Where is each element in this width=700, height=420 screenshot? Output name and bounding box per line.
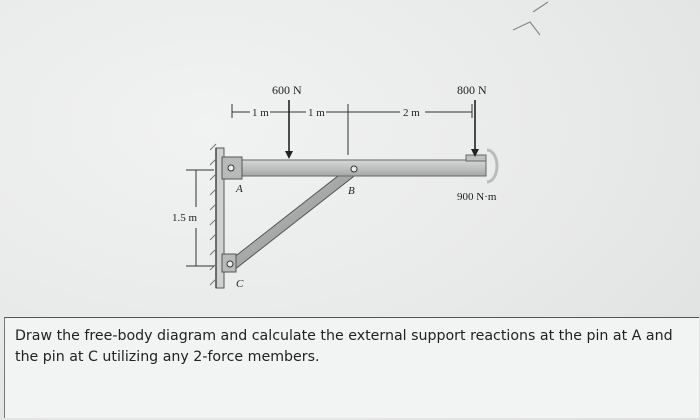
- force-800-label: 800 N: [457, 83, 487, 97]
- point-a-label: A: [235, 183, 243, 195]
- dim-1m-b-label: 1 m: [308, 107, 325, 119]
- problem-statement-text: Draw the free-body diagram and calculate…: [15, 328, 673, 365]
- point-c-label: C: [236, 278, 244, 290]
- dimension-line-vertical: [186, 169, 214, 267]
- moment-900-label: 900 N·m: [457, 191, 497, 203]
- moment-arc: [486, 148, 499, 184]
- dimension-line-horizontal: [231, 104, 473, 155]
- wall-support: [209, 143, 225, 289]
- truss-diagram: 600 N 800 N 900 N·m 1 m 1 m 2 m 1.5 m A …: [172, 1, 549, 290]
- problem-statement-box: Draw the free-body diagram and calculate…: [4, 317, 699, 418]
- pin-c-support: [221, 253, 237, 273]
- strut-cb: [227, 164, 359, 271]
- pen-scribble: [512, 1, 549, 36]
- dim-1-5m-label: 1.5 m: [172, 212, 198, 224]
- dim-1m-a-label: 1 m: [252, 107, 269, 119]
- pin-b: [350, 165, 358, 173]
- point-b-label: B: [348, 185, 355, 197]
- beam-ab: [223, 154, 487, 177]
- dim-2m-label: 2 m: [403, 107, 420, 119]
- pin-a-support: [221, 156, 243, 180]
- force-600-label: 600 N: [272, 83, 302, 97]
